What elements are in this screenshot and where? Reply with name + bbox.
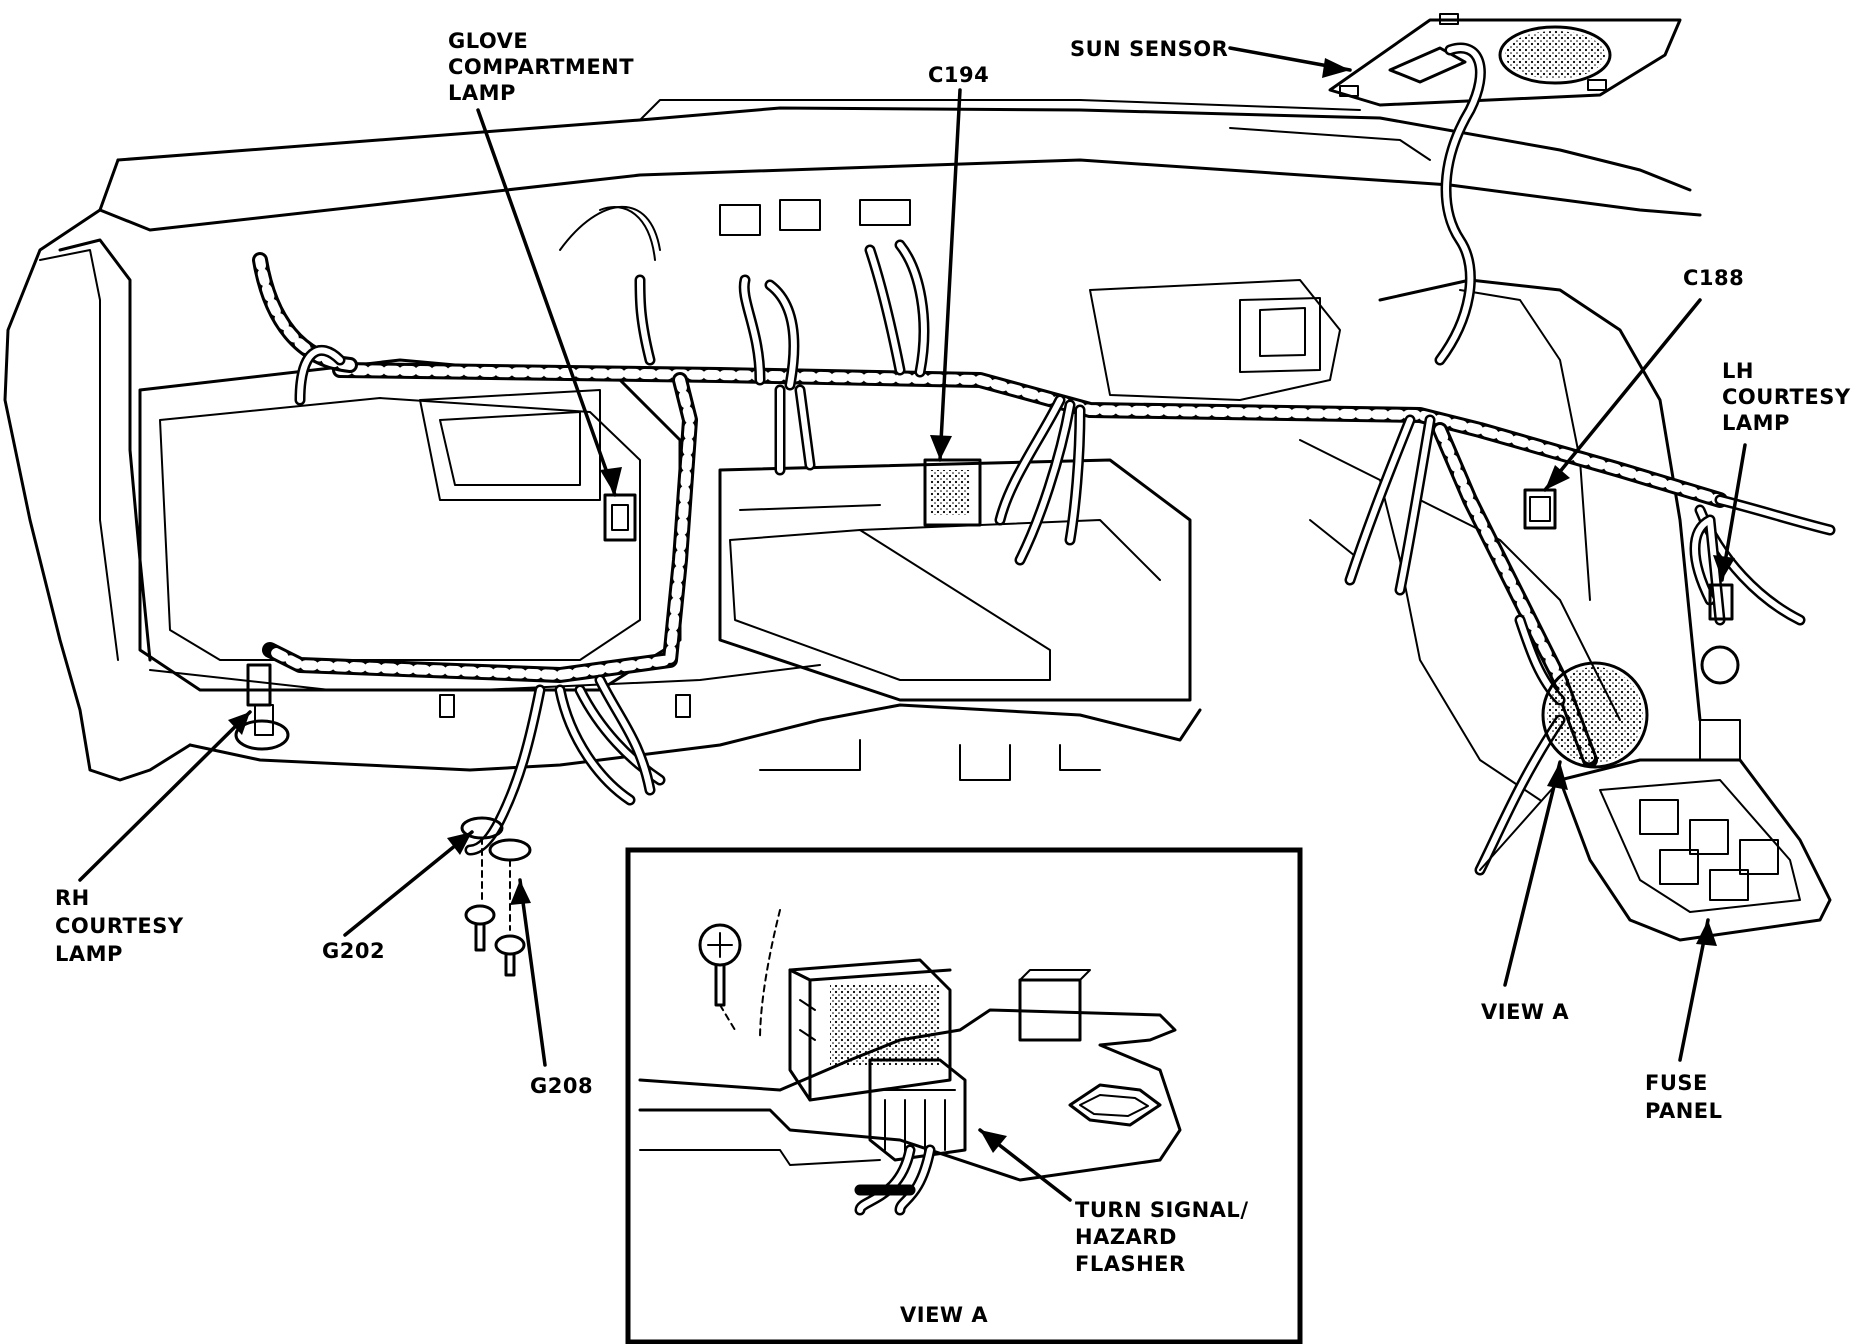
view-a-highlight-circle [1541, 661, 1649, 769]
rh-courtesy-lamp-label-2: COURTESY [55, 914, 184, 938]
g202-label: G202 [322, 939, 385, 963]
harness-branches [464, 239, 1836, 876]
glove-lamp-connector [603, 493, 637, 542]
g208-label: G208 [530, 1074, 593, 1098]
glove-compartment-lamp-label-2: COMPARTMENT [448, 55, 634, 79]
sun-sensor-assembly [1328, 13, 1682, 366]
fuse-panel-label-2: PANEL [1645, 1099, 1723, 1123]
rh-courtesy-lamp-label-3: LAMP [55, 942, 123, 966]
main-wiring-harness [252, 252, 1728, 768]
c194-label: C194 [928, 63, 989, 87]
c188-connector [1523, 488, 1557, 530]
lh-courtesy-lamp-label-3: LAMP [1722, 411, 1790, 435]
fuse-panel-body [1479, 758, 1832, 942]
rh-courtesy-lamp-label-1: RH [55, 886, 90, 910]
callout-labels: GLOVE COMPARTMENT LAMP C194 SUN SENSOR C… [55, 29, 1851, 1327]
lh-courtesy-lamp-socket [1708, 583, 1734, 621]
connectors [234, 458, 1740, 769]
rh-courtesy-lamp-socket [246, 663, 272, 707]
glove-compartment-lamp-label-3: LAMP [448, 81, 516, 105]
view-a-inset-title: VIEW A [900, 1303, 988, 1327]
callout-leaders [78, 46, 1747, 1067]
turn-signal-hazard-flasher-label-1: TURN SIGNAL/ [1075, 1198, 1249, 1222]
sun-sensor-label: SUN SENSOR [1070, 37, 1228, 61]
turn-signal-hazard-flasher-label-3: FLASHER [1075, 1252, 1186, 1276]
lh-courtesy-lamp-label-1: LH [1722, 359, 1754, 383]
view-a-callout-label: VIEW A [1481, 1000, 1569, 1024]
instrument-panel-body [3, 99, 1741, 801]
turn-signal-hazard-flasher-label-2: HAZARD [1075, 1225, 1177, 1249]
c194-connector [923, 458, 982, 527]
view-a-inset [625, 847, 1303, 1344]
ground-hardware [460, 816, 532, 977]
glove-compartment-lamp-label-1: GLOVE [448, 29, 528, 53]
c188-label: C188 [1683, 266, 1744, 290]
lh-courtesy-lamp-label-2: COURTESY [1722, 385, 1851, 409]
fuse-panel-label-1: FUSE [1645, 1071, 1708, 1095]
